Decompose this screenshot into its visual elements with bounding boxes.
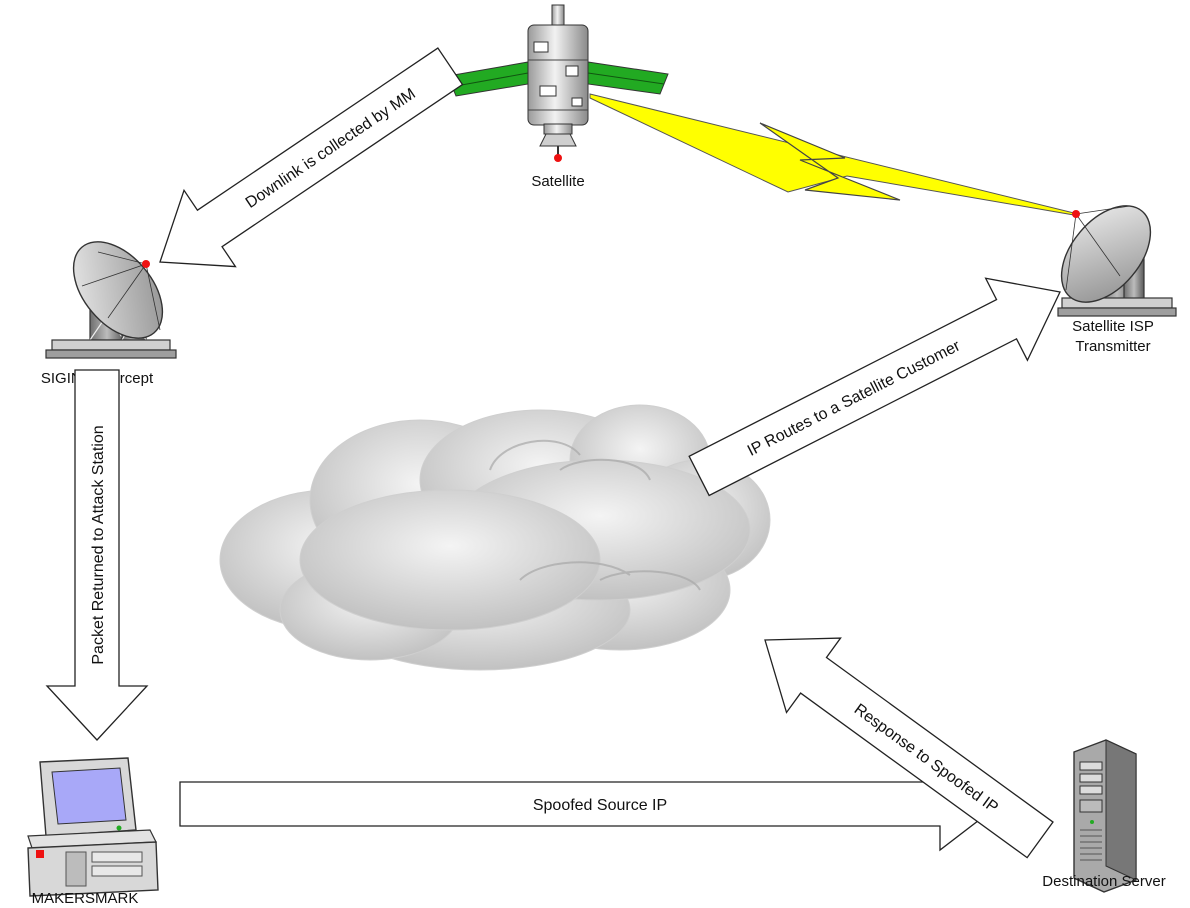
sigint-antenna-icon bbox=[45, 241, 177, 359]
ip-routes-label: IP Routes to a Satellite Customer bbox=[745, 337, 964, 460]
downlink-label: Downlink is collected by MM bbox=[243, 85, 419, 211]
downlink-arrow: Downlink is collected by MM bbox=[159, 47, 464, 268]
spoofed-source-label: Spoofed Source IP bbox=[533, 797, 667, 814]
isp-label-line2: Transmitter bbox=[1075, 338, 1150, 355]
makersmark-computer-icon bbox=[27, 757, 159, 897]
packet-returned-arrow: Packet Returned to Attack Station bbox=[45, 369, 149, 741]
destination-server-label: Destination Server bbox=[1042, 873, 1165, 890]
packet-returned-label: Packet Returned to Attack Station bbox=[90, 425, 107, 664]
isp-transmitter-antenna-icon bbox=[1057, 205, 1177, 317]
spoofed-source-arrow: Spoofed Source IP bbox=[179, 756, 1002, 852]
destination-server-icon bbox=[1073, 739, 1137, 893]
isp-label-line1: Satellite ISP bbox=[1072, 318, 1154, 335]
ip-routes-arrow: IP Routes to a Satellite Customer bbox=[688, 277, 1061, 497]
satellite-icon bbox=[447, 4, 669, 162]
response-arrow: Response to Spoofed IP bbox=[764, 637, 1054, 859]
internet-cloud bbox=[219, 404, 771, 671]
lightning-bolt bbox=[759, 122, 901, 201]
satellite-label: Satellite bbox=[531, 173, 584, 190]
makersmark-label: MAKERSMARK bbox=[32, 890, 139, 907]
